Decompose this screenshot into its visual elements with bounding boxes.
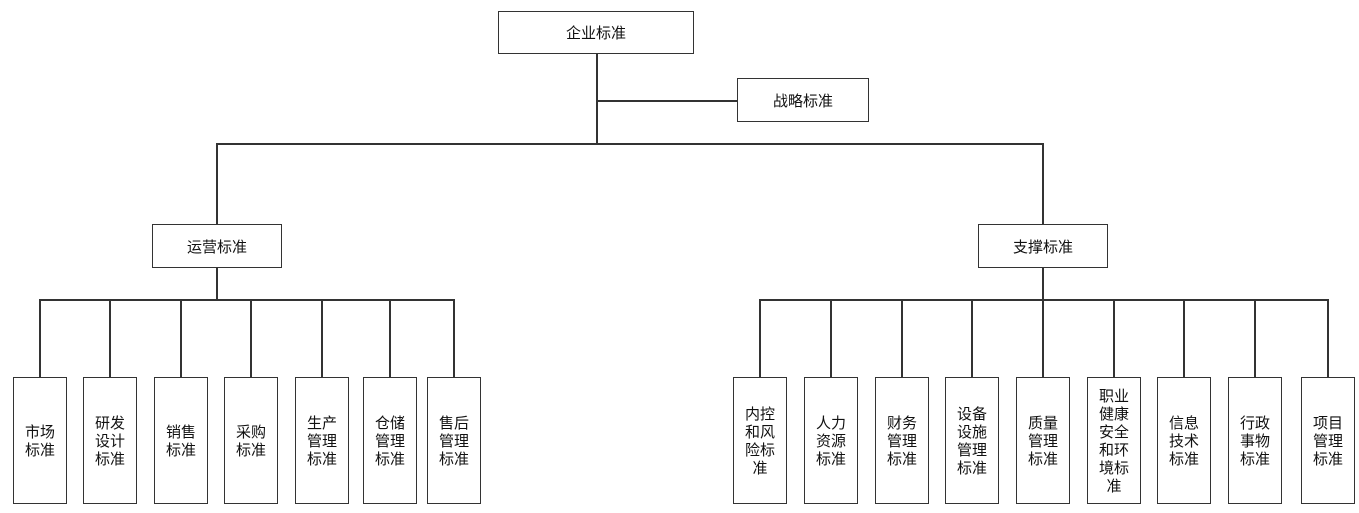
node-ops-child: 采购标准 xyxy=(224,377,278,504)
node-root-label: 企业标准 xyxy=(565,24,626,42)
node-support-child: 信息技术标准 xyxy=(1157,377,1211,504)
node-support: 支撑标准 xyxy=(978,224,1108,268)
connector-drop xyxy=(180,299,182,378)
node-strategy: 战略标准 xyxy=(737,78,869,122)
connector-support-down xyxy=(1042,267,1044,301)
connector-level2-horizontal xyxy=(216,143,1044,145)
node-ops-child: 销售标准 xyxy=(154,377,208,504)
connector-drop xyxy=(250,299,252,378)
connector-drop xyxy=(453,299,455,378)
node-support-child-label: 行政事物标准 xyxy=(1239,413,1270,468)
connector-root-down xyxy=(596,54,598,144)
node-support-child: 内控和风险标准 xyxy=(733,377,787,504)
node-support-child-label: 职业健康安全和环境标准 xyxy=(1098,386,1129,495)
node-ops-child: 仓储管理标准 xyxy=(363,377,417,504)
node-support-child-label: 设备设施管理标准 xyxy=(956,404,987,477)
connector-drop xyxy=(39,299,41,378)
connector-drop xyxy=(389,299,391,378)
connector-drop xyxy=(901,299,903,378)
node-ops-child-label: 市场标准 xyxy=(24,422,55,459)
node-support-label: 支撑标准 xyxy=(1012,237,1073,256)
node-support-child-label: 质量管理标准 xyxy=(1027,413,1058,468)
node-support-child-label: 财务管理标准 xyxy=(886,413,917,468)
node-support-child: 行政事物标准 xyxy=(1228,377,1282,504)
node-strategy-label: 战略标准 xyxy=(772,91,833,110)
node-ops-child: 生产管理标准 xyxy=(295,377,349,504)
connector-drop xyxy=(1254,299,1256,378)
node-operations-label: 运营标准 xyxy=(186,237,247,256)
node-ops-child: 研发设计标准 xyxy=(83,377,137,504)
connector-drop xyxy=(321,299,323,378)
node-ops-child: 售后管理标准 xyxy=(427,377,481,504)
node-support-child-label: 项目管理标准 xyxy=(1312,413,1343,468)
connector-operations-down xyxy=(216,267,218,301)
node-support-child: 财务管理标准 xyxy=(875,377,929,504)
node-support-child: 人力资源标准 xyxy=(804,377,858,504)
connector-drop xyxy=(971,299,973,378)
node-operations: 运营标准 xyxy=(152,224,282,268)
node-ops-child-label: 售后管理标准 xyxy=(438,413,469,468)
node-ops-child-label: 仓储管理标准 xyxy=(374,413,405,468)
node-support-child: 质量管理标准 xyxy=(1016,377,1070,504)
connector-drop xyxy=(1183,299,1185,378)
connector-drop xyxy=(109,299,111,378)
node-support-child-label: 内控和风险标准 xyxy=(744,404,775,477)
node-support-child-label: 信息技术标准 xyxy=(1168,413,1199,468)
connector-support-bus xyxy=(760,299,1328,301)
node-support-child: 设备设施管理标准 xyxy=(945,377,999,504)
node-support-child: 项目管理标准 xyxy=(1301,377,1355,504)
connector-operations-bus xyxy=(40,299,454,301)
connector-drop xyxy=(759,299,761,378)
node-ops-child: 市场标准 xyxy=(13,377,67,504)
node-ops-child-label: 采购标准 xyxy=(235,422,266,459)
node-support-child-label: 人力资源标准 xyxy=(815,413,846,468)
connector-drop xyxy=(830,299,832,378)
connector-drop xyxy=(1327,299,1329,378)
node-ops-child-label: 销售标准 xyxy=(165,422,196,459)
connector-support-up xyxy=(1042,143,1044,225)
node-ops-child-label: 研发设计标准 xyxy=(94,413,125,468)
connector-drop xyxy=(1113,299,1115,378)
node-support-child: 职业健康安全和环境标准 xyxy=(1087,377,1141,504)
node-root: 企业标准 xyxy=(498,11,694,54)
connector-drop xyxy=(1042,299,1044,378)
connector-strategy xyxy=(596,100,738,102)
node-ops-child-label: 生产管理标准 xyxy=(306,413,337,468)
connector-operations-up xyxy=(216,143,218,225)
